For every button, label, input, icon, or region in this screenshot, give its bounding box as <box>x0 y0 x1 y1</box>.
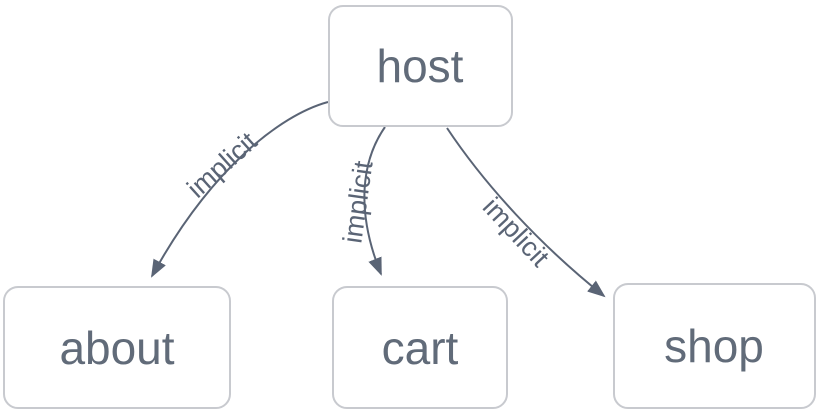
edge-path-host-about <box>151 101 329 278</box>
node-box-about <box>3 286 231 409</box>
edge-host-about: implicit <box>151 101 329 278</box>
node-box-shop <box>613 283 816 409</box>
edge-label-host-cart: implicit <box>337 159 378 245</box>
node-box-cart <box>332 286 508 409</box>
edge-host-cart: implicit <box>337 126 386 276</box>
node-cart: cart <box>332 286 508 409</box>
node-label-shop: shop <box>664 320 764 372</box>
node-shop: shop <box>613 283 816 409</box>
edge-host-shop: implicit <box>446 127 606 298</box>
node-about: about <box>3 286 231 409</box>
edge-path-host-shop <box>446 127 606 298</box>
node-box-host <box>328 5 513 127</box>
node-label-cart: cart <box>382 322 459 374</box>
edge-label-host-shop: implicit <box>477 192 556 273</box>
node-label-host: host <box>377 40 464 92</box>
edge-path-host-cart <box>363 126 386 276</box>
node-host: host <box>328 5 513 127</box>
edge-label-host-about: implicit <box>181 126 263 204</box>
node-label-about: about <box>59 322 174 374</box>
